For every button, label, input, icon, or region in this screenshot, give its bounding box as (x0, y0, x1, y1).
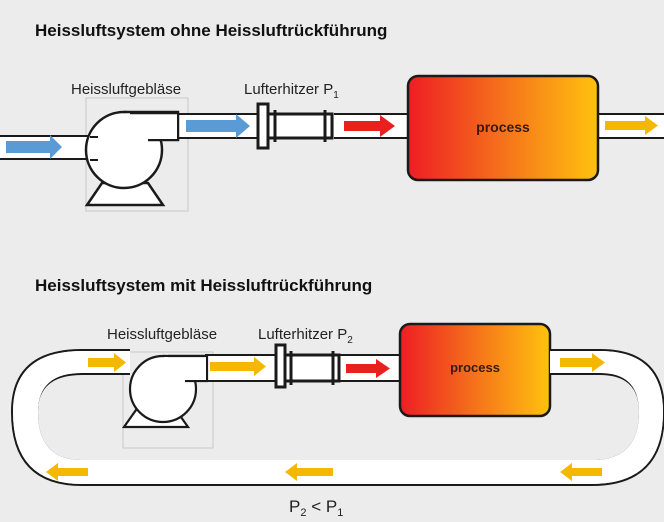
heater-label: Lufterhitzer P2 (258, 326, 353, 346)
recirculated-air-arrow (88, 353, 126, 372)
title-without-recirculation: Heissluftsystem ohne Heissluftrückführun… (35, 21, 388, 40)
heater-label: Lufterhitzer P1 (244, 81, 339, 101)
duct-pipes (0, 113, 664, 160)
heater-label-text: Lufterhitzer P (258, 326, 347, 343)
exhaust-arrow (560, 353, 605, 372)
process-label: process (476, 119, 530, 135)
blower-label: Heissluftgebläse (71, 81, 181, 98)
relation-operator: < (306, 497, 325, 516)
heater-label-subscript: 1 (333, 90, 339, 101)
heater-label-subscript: 2 (347, 335, 353, 346)
blower-label: Heissluftgebläse (107, 326, 217, 343)
title-with-recirculation: Heissluftsystem mit Heissluftrückführung (35, 276, 373, 295)
power-relation: P2 < P1 (289, 497, 343, 519)
relation-right-subscript: 1 (337, 507, 343, 519)
relation-right: P (326, 497, 337, 516)
recirculation-loop-outer (10, 349, 664, 486)
hot-air-arrow (346, 359, 390, 378)
blower-icon (84, 110, 180, 207)
blower-frame (122, 351, 214, 449)
hot-air-arrow (344, 115, 395, 137)
process-block (406, 74, 600, 182)
blower-outlet-pipe (178, 113, 258, 139)
exhaust-arrow (605, 116, 658, 135)
relation-left-subscript: 2 (300, 507, 306, 519)
pipe-to-process (334, 113, 410, 139)
heater-label-text: Lufterhitzer P (244, 81, 333, 98)
blower-icon (121, 354, 209, 429)
hot-exhaust-arrow (210, 357, 266, 376)
system-without-recirculation: process Heissluftgebläse Lufterhitzer P1 (0, 74, 664, 212)
blower-outlet-pipe (205, 354, 276, 382)
return-arrow (46, 463, 88, 481)
pipe-to-process (340, 354, 400, 382)
exhaust-pipe (598, 113, 664, 139)
cold-air-arrow (186, 114, 250, 138)
process-label: process (450, 360, 500, 375)
inlet-pipe (0, 135, 98, 160)
return-arrow (560, 463, 602, 481)
system-with-recirculation: process (10, 322, 664, 486)
heater-icon (274, 343, 341, 389)
cold-air-arrow (6, 135, 62, 159)
relation-left: P (289, 497, 300, 516)
return-arrow (285, 463, 333, 481)
duct-pipes (205, 354, 400, 382)
heater-icon (256, 102, 334, 150)
